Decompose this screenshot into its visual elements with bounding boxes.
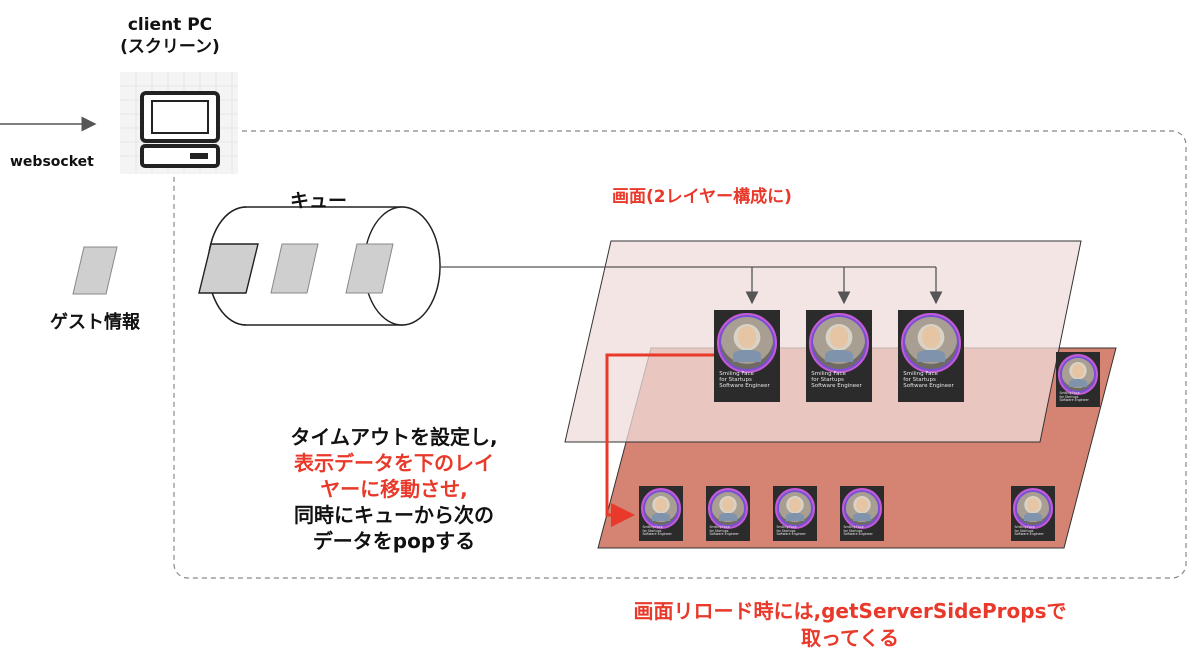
body-shape [651, 513, 671, 522]
card-caption-line3: Software Engineer [776, 532, 806, 537]
body-shape [917, 349, 945, 362]
reload-line2: 取ってくる [801, 626, 899, 650]
face-shape [788, 497, 802, 513]
card-caption-line1: Smiling Face [719, 370, 754, 377]
move-down-arrow [605, 353, 718, 527]
server-boundary [173, 130, 1187, 579]
client-pc-title-line1: client PC [127, 15, 213, 35]
timeout-line5: データをpopする [312, 529, 476, 553]
body-shape [825, 349, 853, 362]
timeout-line2: 表示データを下のレイ [294, 451, 494, 475]
queue-pop-connectors [440, 266, 943, 305]
card-caption-line2: for Startups [811, 376, 844, 383]
queue-label: キュー [290, 190, 348, 212]
queue-item [270, 243, 319, 294]
face-shape [855, 497, 869, 513]
profile-photo [1057, 354, 1099, 396]
body-shape [852, 513, 872, 522]
timeout-line1: タイムアウトを設定し, [290, 425, 498, 449]
client-pc-title-line2: (スクリーン) [120, 37, 220, 57]
card-caption-line3: Software Engineer [843, 532, 873, 537]
body-shape [1023, 513, 1043, 522]
reload-line1: 画面リロード時には,getServerSidePropsで [633, 599, 1067, 623]
websocket-label: websocket [10, 154, 94, 170]
card-caption-line3: Software Engineer [1059, 398, 1089, 403]
profile-photo [774, 488, 816, 530]
card-caption-line1: Smiling Face [1059, 391, 1080, 396]
queue-item [198, 243, 259, 294]
body-shape [718, 513, 738, 522]
card-caption-line1: Smiling Face [642, 525, 663, 530]
profile-photo [707, 488, 749, 530]
face-shape [829, 326, 849, 349]
timeout-line4: 同時にキューから次の [294, 503, 494, 527]
card-caption-line3: Software Engineer [719, 382, 770, 389]
face-shape [654, 497, 668, 513]
face-shape [721, 497, 735, 513]
profile-photo [717, 313, 777, 373]
face-shape [737, 326, 757, 349]
card-caption-line3: Software Engineer [709, 532, 739, 537]
body-shape [1068, 379, 1088, 388]
queue-cylinder [198, 206, 441, 326]
card-caption-line2: for Startups [843, 528, 863, 533]
face-shape [921, 326, 941, 349]
client-pc-title: client PC (スクリーン) [110, 14, 230, 58]
face-shape [1026, 497, 1040, 513]
card-caption-line3: Software Engineer [903, 382, 954, 389]
guest-info-label: ゲスト情報 [50, 312, 140, 333]
timeout-line3: ヤーに移動させ, [320, 477, 468, 501]
card-caption-line2: for Startups [719, 376, 752, 383]
card-caption-line3: Software Engineer [1014, 532, 1044, 537]
card-caption-line1: Smiling Face [811, 370, 846, 377]
profile-photo [640, 488, 682, 530]
card-caption-line2: for Startups [903, 376, 936, 383]
profile-photo [901, 313, 961, 373]
body-shape [785, 513, 805, 522]
body-shape [733, 349, 761, 362]
card-caption-line3: Software Engineer [811, 382, 862, 389]
card-caption-line1: Smiling Face [843, 525, 864, 530]
client-pc-icon [120, 72, 238, 174]
card-caption-line2: for Startups [642, 528, 662, 533]
card-caption-line3: Software Engineer [642, 532, 672, 537]
profile-photo [841, 488, 883, 530]
queue-item [345, 243, 394, 294]
card-caption-line2: for Startups [1059, 394, 1079, 399]
card-caption-line2: for Startups [1014, 528, 1034, 533]
timeout-description: タイムアウトを設定し, 表示データを下のレイ ヤーに移動させ, 同時にキューから… [258, 424, 530, 554]
card-caption-line1: Smiling Face [1014, 525, 1035, 530]
card-caption-line2: for Startups [709, 528, 729, 533]
card-caption-line2: for Startups [776, 528, 796, 533]
card-caption-line1: Smiling Face [776, 525, 797, 530]
guest-info-shape [72, 246, 118, 295]
face-shape [1071, 363, 1085, 379]
reload-description: 画面リロード時には,getServerSidePropsで 取ってくる [580, 598, 1120, 652]
screen-label: 画面(2レイヤー構成に) [612, 187, 792, 207]
profile-photo [1012, 488, 1054, 530]
card-caption-line1: Smiling Face [709, 525, 730, 530]
profile-photo [809, 313, 869, 373]
card-caption-line1: Smiling Face [903, 370, 938, 377]
